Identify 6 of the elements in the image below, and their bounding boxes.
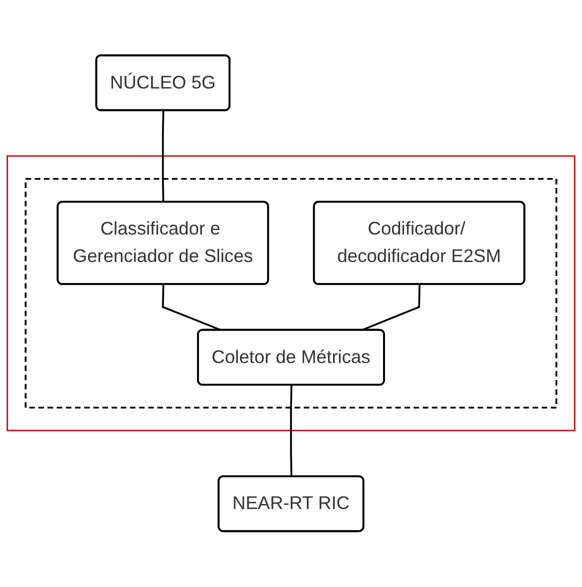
connector (290, 385, 292, 477)
cluster (6, 156, 576, 432)
connector (361, 284, 420, 332)
cluster (24, 178, 558, 409)
connector (162, 284, 222, 332)
connector (162, 110, 164, 202)
